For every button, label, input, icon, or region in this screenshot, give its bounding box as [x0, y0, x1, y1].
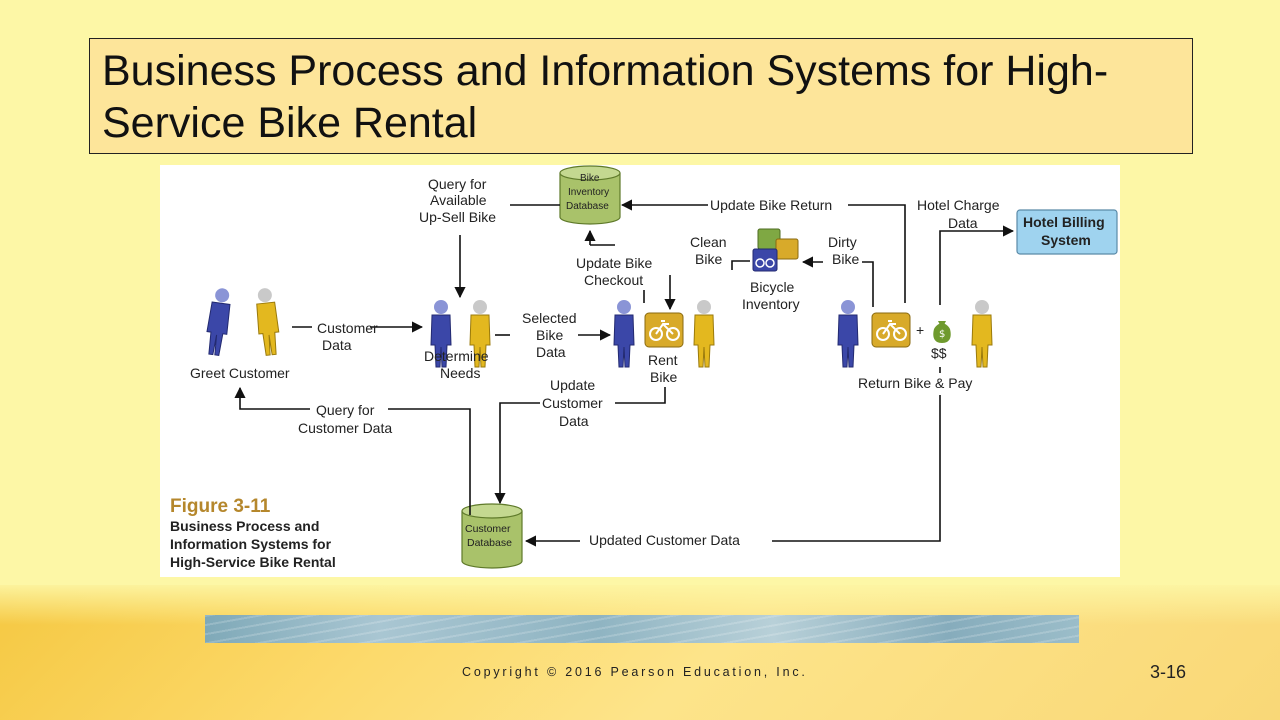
customer-db-label-1: Customer [465, 523, 511, 535]
bicycle-inventory-label-2: Inventory [742, 296, 800, 312]
page-number: 3-16 [1150, 662, 1187, 682]
flow-label-updated-customer: Updated Customer Data [589, 532, 740, 548]
figure-caption-line-3: High-Service Bike Rental [170, 554, 336, 570]
flow-line [388, 408, 471, 515]
flow-line [615, 387, 666, 404]
process-diagram: Greet Customer Determine Needs Rent Bike… [170, 165, 1118, 570]
copyright-notice: Copyright © 2016 Pearson Education, Inc. [462, 665, 808, 679]
flow-label-query-customer-1: Query for [316, 402, 375, 418]
bike-inventory-database: Bike Inventory Database [559, 165, 621, 225]
return-bike-pay-activity: + $ $$ Return Bike & Pay [837, 299, 993, 391]
customer-person-icon [837, 299, 859, 368]
flow-label-query-upsell-2: Available [430, 192, 487, 208]
money-bag-icon: $ [933, 321, 951, 343]
flow-label-update-customer-1: Update [550, 377, 595, 393]
determine-needs-label-1: Determine [424, 348, 489, 364]
greet-customer-activity: Greet Customer [190, 286, 290, 381]
rent-bike-label-2: Bike [650, 369, 677, 385]
bike-db-label-3: Database [566, 201, 609, 212]
customer-db-label-2: Database [467, 537, 512, 549]
flow-label-update-checkout-1: Update Bike [576, 255, 652, 271]
hotel-billing-label-1: Hotel Billing [1023, 214, 1105, 230]
bike-icon [644, 312, 684, 348]
bike-db-label-1: Bike [580, 173, 600, 184]
determine-needs-label-2: Needs [440, 365, 480, 381]
figure-panel: Greet Customer Determine Needs Rent Bike… [160, 165, 1120, 577]
employee-person-icon [693, 299, 715, 368]
flow-label-clean-bike-2: Bike [695, 251, 722, 267]
flow-label-dirty-bike-2: Bike [832, 251, 859, 267]
flow-label-selected-bike-3: Data [536, 344, 566, 360]
flow-label-query-upsell-3: Up-Sell Bike [419, 209, 496, 225]
rent-bike-activity: Rent Bike [613, 299, 715, 385]
flow-arrow-hotel-charge [939, 225, 1015, 305]
bicycle-inventory-icon [752, 228, 799, 272]
bike-icon [871, 312, 911, 348]
greet-customer-label: Greet Customer [190, 365, 290, 381]
hotel-billing-system: Hotel Billing System [1016, 209, 1118, 255]
flow-line [862, 261, 874, 307]
flow-label-update-checkout-2: Checkout [584, 272, 643, 288]
employee-person-icon [971, 299, 993, 368]
flow-label-clean-bike-1: Clean [690, 234, 727, 250]
flow-label-hotel-charge-1: Hotel Charge [917, 197, 1000, 213]
customer-database: Customer Database [461, 503, 523, 569]
flow-label-query-customer-2: Customer Data [298, 420, 392, 436]
bicycle-inventory-label-1: Bicycle [750, 279, 795, 295]
flow-label-update-return: Update Bike Return [710, 197, 832, 213]
flow-label-update-customer-3: Data [559, 413, 589, 429]
figure-caption-line-1: Business Process and [170, 518, 319, 534]
hotel-billing-label-2: System [1041, 232, 1091, 248]
customer-person-icon [613, 299, 635, 368]
flow-line [772, 395, 941, 542]
flow-label-query-upsell-1: Query for [428, 176, 487, 192]
flow-line [731, 260, 750, 270]
flow-label-selected-bike-2: Bike [536, 327, 563, 343]
flow-label-hotel-charge-2: Data [948, 215, 978, 231]
decorative-strip [205, 615, 1079, 643]
flow-arrow-update-customer [494, 402, 540, 505]
flow-label-dirty-bike-1: Dirty [828, 234, 857, 250]
bike-db-label-2: Inventory [568, 187, 609, 198]
flow-line [848, 204, 906, 303]
customer-person-icon [203, 286, 234, 357]
bicycle-inventory: Bicycle Inventory [742, 228, 800, 312]
return-bike-pay-label: Return Bike & Pay [858, 375, 972, 391]
flow-label-selected-bike-1: Selected [522, 310, 576, 326]
flow-label-customer-data-1: Customer [317, 320, 378, 336]
svg-text:$: $ [939, 329, 945, 340]
slide-title: Business Process and Information Systems… [102, 47, 1109, 147]
determine-needs-activity: Determine Needs [424, 299, 491, 381]
flow-arrows [234, 199, 1015, 547]
figure-caption-line-2: Information Systems for [170, 536, 332, 552]
employee-person-icon [253, 286, 282, 357]
money-label: $$ [931, 345, 947, 361]
plus-sign: + [916, 322, 924, 338]
figure-number: Figure 3-11 [170, 496, 271, 517]
flow-arrow-query-customer [234, 386, 310, 410]
flow-label-customer-data-2: Data [322, 337, 352, 353]
rent-bike-label-1: Rent [648, 352, 678, 368]
flow-label-update-customer-2: Customer [542, 395, 603, 411]
title-box: Business Process and Information Systems… [89, 38, 1193, 154]
